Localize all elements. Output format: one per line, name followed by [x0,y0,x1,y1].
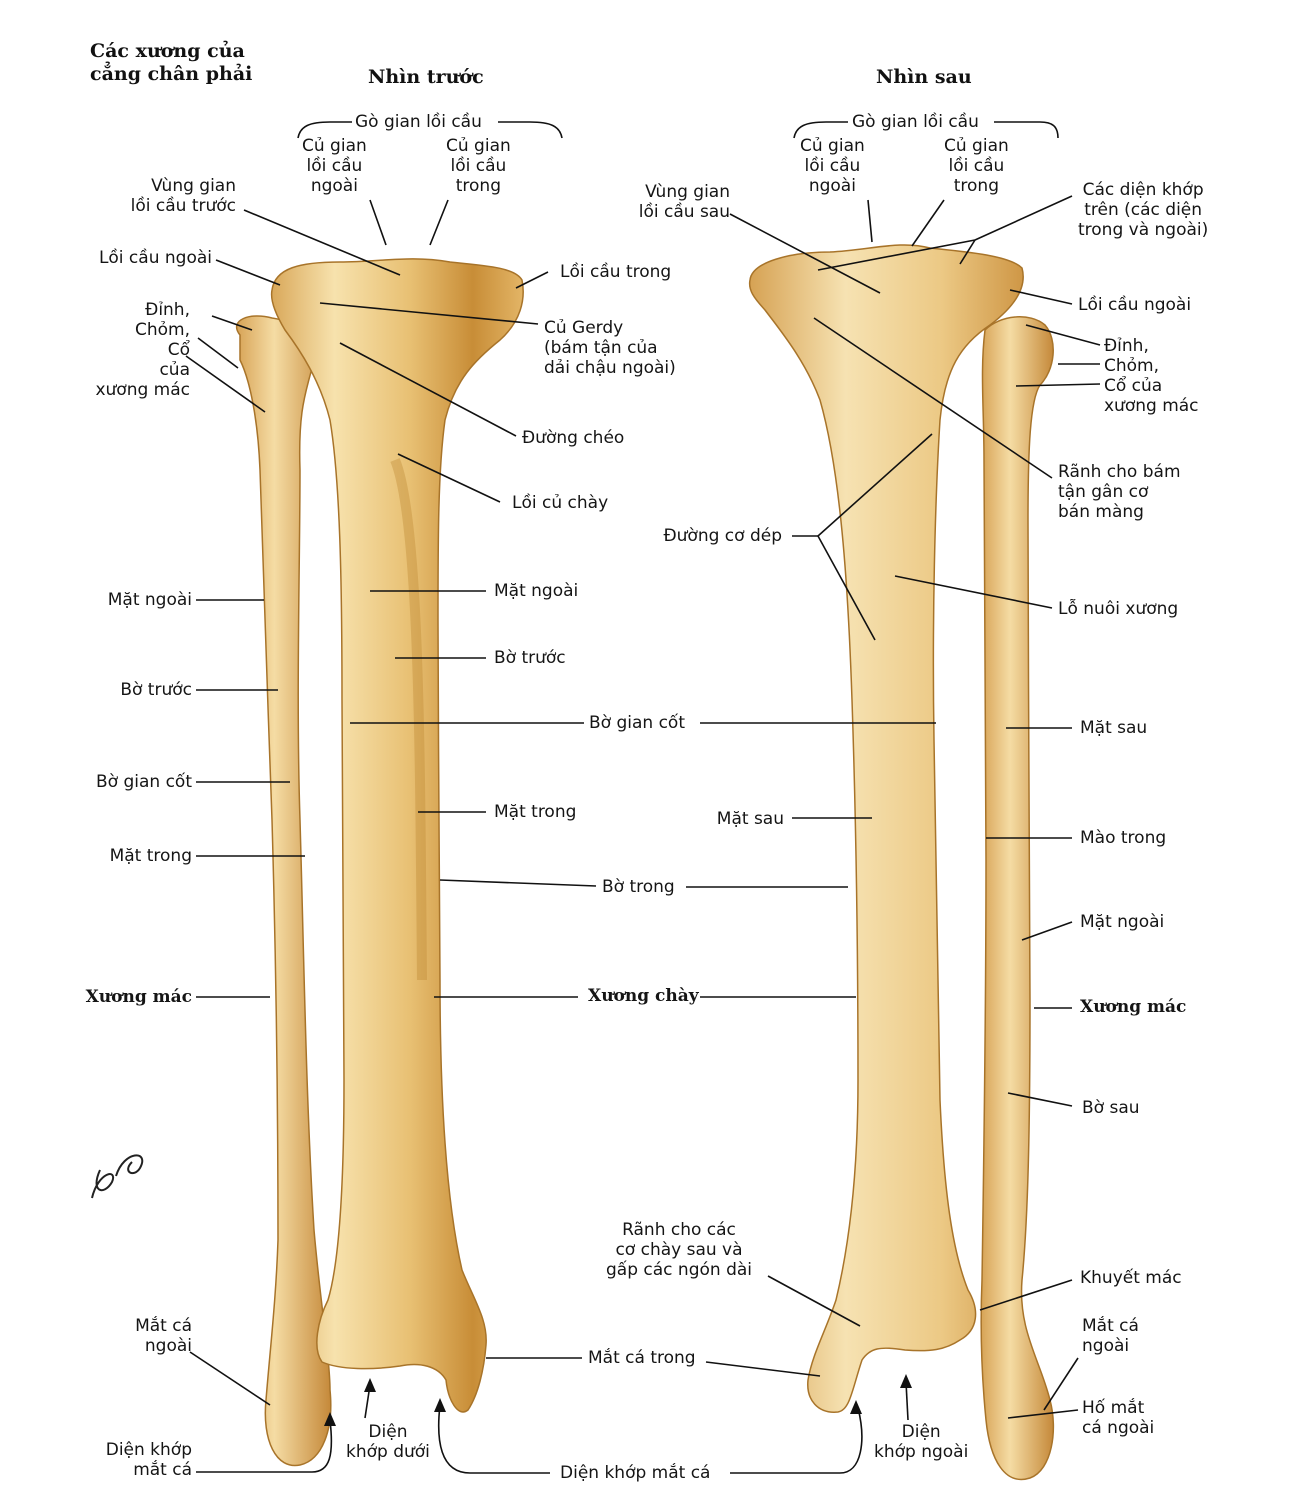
front-leader-lines [185,121,597,1474]
front-label-medial-condyle: Lồi cầu trong [560,262,672,282]
back-label-posterior-border: Bờ sau [1082,1098,1140,1118]
front-view-heading: Nhìn trước [368,66,484,88]
back-view-heading: Nhìn sau [876,66,972,88]
back-arrowheads [850,1374,912,1414]
back-label-fibula-lateral-surface: Mặt ngoài [1080,912,1165,932]
label-medial-border: Bờ trong [602,877,675,897]
front-label-gerdy-tubercle: Củ Gerdy (bám tận của dải chậu ngoài) [544,318,676,378]
label-interosseous-border: Bờ gian cốt [589,713,685,733]
back-label-fibular-articular-surface: Diện khớp ngoài [874,1422,969,1462]
back-tibia [748,244,1024,1413]
back-label-malleolar-fossa: Hố mắt cá ngoài [1082,1398,1155,1438]
front-label-tibia-lateral-surface: Mặt ngoài [494,581,579,601]
front-label-tibial-tuberosity: Lồi củ chày [512,493,609,513]
front-label-fibula: Xương mác [85,987,192,1007]
front-tibia [270,258,524,1413]
front-label-fibula-head: Đỉnh, Chỏm, Cổ của xương mác [95,300,190,400]
back-leader-lines [686,121,1101,1474]
back-label-tibia-posterior-surface: Mặt sau [716,809,784,829]
front-label-anterior-intercondylar-area: Vùng gian lồi cầu trước [130,176,236,216]
front-arrowheads [324,1378,446,1426]
back-label-soleal-line: Đường cơ dép [663,526,782,546]
front-label-inferior-articular-surface: Diện khớp dưới [346,1422,430,1462]
front-label-medial-tubercle: Củ gian lồi cầu trong [446,136,511,196]
front-fibula [235,315,332,1467]
signature-mark [91,1154,144,1199]
back-label-lateral-condyle: Lồi cầu ngoài [1078,295,1192,315]
front-label-fibula-medial-surface: Mặt trong [109,846,192,866]
back-label-superior-articular-surfaces: Các diện khớp trên (các diện trong và ng… [1078,180,1209,240]
label-tibia: Xương chày [588,986,699,1006]
front-label-tibia-medial-surface: Mặt trong [494,802,577,822]
back-label-fibula-head: Đỉnh, Chỏm, Cổ của xương mác [1104,336,1199,416]
label-malleolar-articular-surface: Diện khớp mắt cá [560,1463,711,1483]
back-label-fibula: Xương mác [1080,997,1187,1017]
front-label-malleolar-articular-surface: Diện khớp mắt cá [105,1440,192,1480]
back-label-lateral-malleolus: Mắt cá ngoài [1082,1316,1139,1356]
back-label-lateral-tubercle: Củ gian lồi cầu ngoài [800,136,865,196]
back-label-posterior-intercondylar-area: Vùng gian lồi cầu sau [638,182,730,222]
back-label-tibialis-posterior-groove: Rãnh cho các cơ chày sau và gấp các ngón… [606,1220,752,1280]
label-medial-malleolus: Mắt cá trong [588,1348,696,1368]
back-label-intercondylar-eminence: Gò gian lồi cầu [852,112,979,132]
front-label-fibula-lateral-surface: Mặt ngoài [107,590,192,610]
front-label-oblique-line: Đường chéo [522,428,625,448]
back-label-fibula-posterior-surface: Mặt sau [1080,718,1148,738]
back-label-fibular-notch: Khuyết mác [1080,1268,1182,1288]
figure-title: Các xương của cẳng chân phải [90,40,253,85]
front-label-lateral-tubercle: Củ gian lồi cầu ngoài [302,136,367,196]
front-label-lateral-condyle: Lồi cầu ngoài [98,248,212,268]
front-label-intercondylar-eminence: Gò gian lồi cầu [355,112,482,132]
front-label-fibula-interosseous-border: Bờ gian cốt [96,772,192,792]
front-label-lateral-malleolus: Mắt cá ngoài [135,1316,192,1356]
back-fibula [980,316,1055,1481]
back-label-nutrient-foramen: Lỗ nuôi xương [1058,599,1179,619]
back-label-medial-crest: Mào trong [1080,828,1167,848]
back-label-semimembranosus-groove: Rãnh cho bám tận gân cơ bán màng [1058,462,1181,522]
front-label-tibia-anterior-border: Bờ trước [494,648,566,668]
back-label-medial-tubercle: Củ gian lồi cầu trong [944,136,1009,196]
front-label-fibula-anterior-border: Bờ trước [120,680,192,700]
